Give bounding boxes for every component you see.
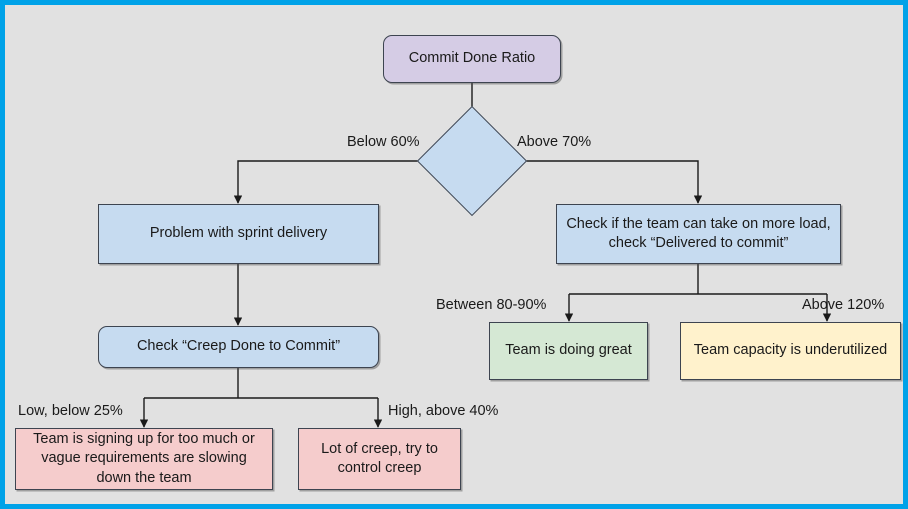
node-label: Team is signing up for too much or vague… xyxy=(33,431,255,486)
node-label: Team is doing great xyxy=(505,342,632,359)
node-label: Check “Creep Done to Commit” xyxy=(136,338,341,355)
node-problem-with-sprint-delivery[interactable]: Problem with sprint delivery xyxy=(98,204,379,264)
node-check-creep-done-to-commit[interactable]: Check “Creep Done to Commit” xyxy=(98,326,379,368)
node-team-signing-up-too-much[interactable]: Team is signing up for too much or vague… xyxy=(15,428,273,490)
node-check-more-load[interactable]: Check if the team can take on more load,… xyxy=(556,204,841,264)
node-team-is-doing-great[interactable]: Team is doing great xyxy=(489,322,648,380)
node-commit-done-ratio[interactable]: Commit Done Ratio xyxy=(383,35,561,83)
node-decision-diamond[interactable] xyxy=(416,105,528,217)
edge-label-below-60: Below 60% xyxy=(347,134,420,150)
node-team-capacity-underutilized[interactable]: Team capacity is underutilized xyxy=(680,322,901,380)
node-label: Lot of creep, try to control creep xyxy=(321,440,438,476)
edge-label-between-80-90: Between 80-90% xyxy=(436,297,547,313)
node-label: Problem with sprint delivery xyxy=(149,225,328,242)
node-lot-of-creep[interactable]: Lot of creep, try to control creep xyxy=(298,428,461,490)
edge-label-above-120: Above 120% xyxy=(802,297,885,313)
node-label: Commit Done Ratio xyxy=(408,50,536,67)
edge-label-low-below-25: Low, below 25% xyxy=(18,403,123,419)
node-label: Check if the team can take on more load,… xyxy=(566,215,831,251)
edge-label-high-above-40: High, above 40% xyxy=(388,403,499,419)
edge-decision-to-problem xyxy=(233,160,433,204)
node-label: Team capacity is underutilized xyxy=(693,342,888,359)
edge-decision-to-check-load xyxy=(511,160,703,204)
edge-label-above-70: Above 70% xyxy=(517,134,592,150)
